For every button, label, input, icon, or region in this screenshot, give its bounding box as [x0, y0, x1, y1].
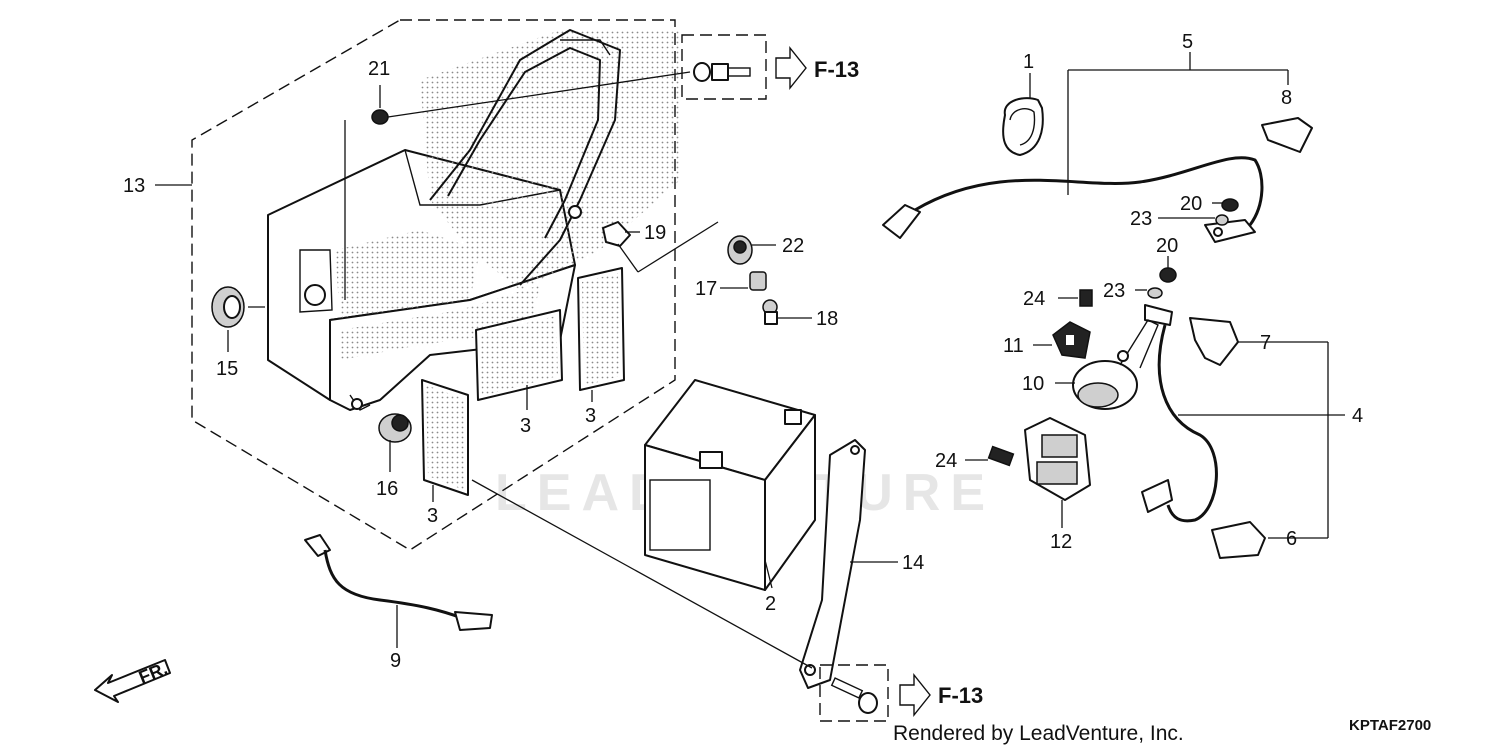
starter-relay-10: [1072, 319, 1159, 410]
bolt-bottom-box: [819, 664, 889, 722]
callout-16: 16: [376, 478, 398, 500]
callout-7: 7: [1260, 332, 1271, 354]
page-ref-bottom: F-13: [938, 683, 983, 708]
fuse-holder-12: [1024, 417, 1091, 501]
callout-21: 21: [368, 58, 390, 80]
bolt-top-box: [681, 34, 767, 100]
sponge-pad-3: [421, 267, 625, 496]
callout-11: 11: [1003, 335, 1024, 357]
callout-22: 22: [782, 235, 804, 257]
fuse-box-11: [1052, 321, 1091, 359]
rubber-grommet-15: [211, 286, 245, 328]
bolt-bottom: [830, 677, 878, 714]
nut-21: [371, 109, 389, 125]
credit-text: Rendered by LeadVenture, Inc.: [893, 722, 1184, 745]
callouts: 1 2 3 3 3 4 5 6 7 8 9 10 11 12 13 14 15 …: [123, 31, 1363, 672]
bolt-18: [762, 299, 778, 325]
callout-23: 23: [1103, 280, 1125, 302]
callout-1: 1: [1023, 51, 1034, 73]
callout-9: 9: [390, 650, 401, 672]
washer-23-lower: [1147, 287, 1163, 299]
assembly-outline: [191, 19, 676, 551]
front-arrow-icon: [94, 659, 171, 703]
callout-12: 12: [1050, 531, 1072, 553]
arrow-ref-top: [775, 46, 807, 90]
battery-band-14: [799, 439, 866, 689]
callout-13: 13: [123, 175, 145, 197]
nut-20-upper: [1221, 198, 1239, 212]
rubber-22: [727, 235, 753, 265]
callout-18: 18: [816, 308, 838, 330]
bolt-top: [693, 62, 751, 82]
callout-24: 24: [1023, 288, 1045, 310]
callout-3: 3: [520, 415, 531, 437]
cap-8: [1261, 117, 1313, 153]
callout-3: 3: [585, 405, 596, 427]
callout-8: 8: [1281, 87, 1292, 109]
diagram-code: KPTAF2700: [1349, 717, 1431, 734]
callout-6: 6: [1286, 528, 1297, 550]
page-ref-top: F-13: [814, 57, 859, 82]
clip-nut-19: [602, 221, 631, 247]
clamp-1: [1002, 97, 1044, 156]
fuse-24-lower: [987, 445, 1015, 467]
cap-7: [1189, 317, 1239, 366]
callout-23: 23: [1130, 208, 1152, 230]
callout-2: 2: [765, 593, 776, 615]
callout-4: 4: [1352, 405, 1363, 427]
callout-15: 15: [216, 358, 238, 380]
nut-20-lower: [1159, 267, 1177, 283]
callout-17: 17: [695, 278, 717, 300]
callout-19: 19: [644, 222, 666, 244]
callout-5: 5: [1182, 31, 1193, 53]
cable-9: [304, 534, 493, 631]
callout-3: 3: [427, 505, 438, 527]
callout-20: 20: [1180, 193, 1202, 215]
callout-20: 20: [1156, 235, 1178, 257]
fuse-24-upper: [1079, 289, 1093, 307]
callout-10: 10: [1022, 373, 1044, 395]
washer-23-upper: [1215, 214, 1229, 226]
callout-14: 14: [902, 552, 924, 574]
arrow-ref-bottom: [899, 673, 931, 717]
cap-6: [1211, 521, 1266, 559]
collar-17: [749, 271, 767, 291]
rubber-cushion-16: [378, 413, 412, 443]
battery-2: [644, 379, 816, 591]
callout-24: 24: [935, 450, 957, 472]
cable-4: [1141, 304, 1218, 523]
cable-5: [882, 156, 1264, 243]
